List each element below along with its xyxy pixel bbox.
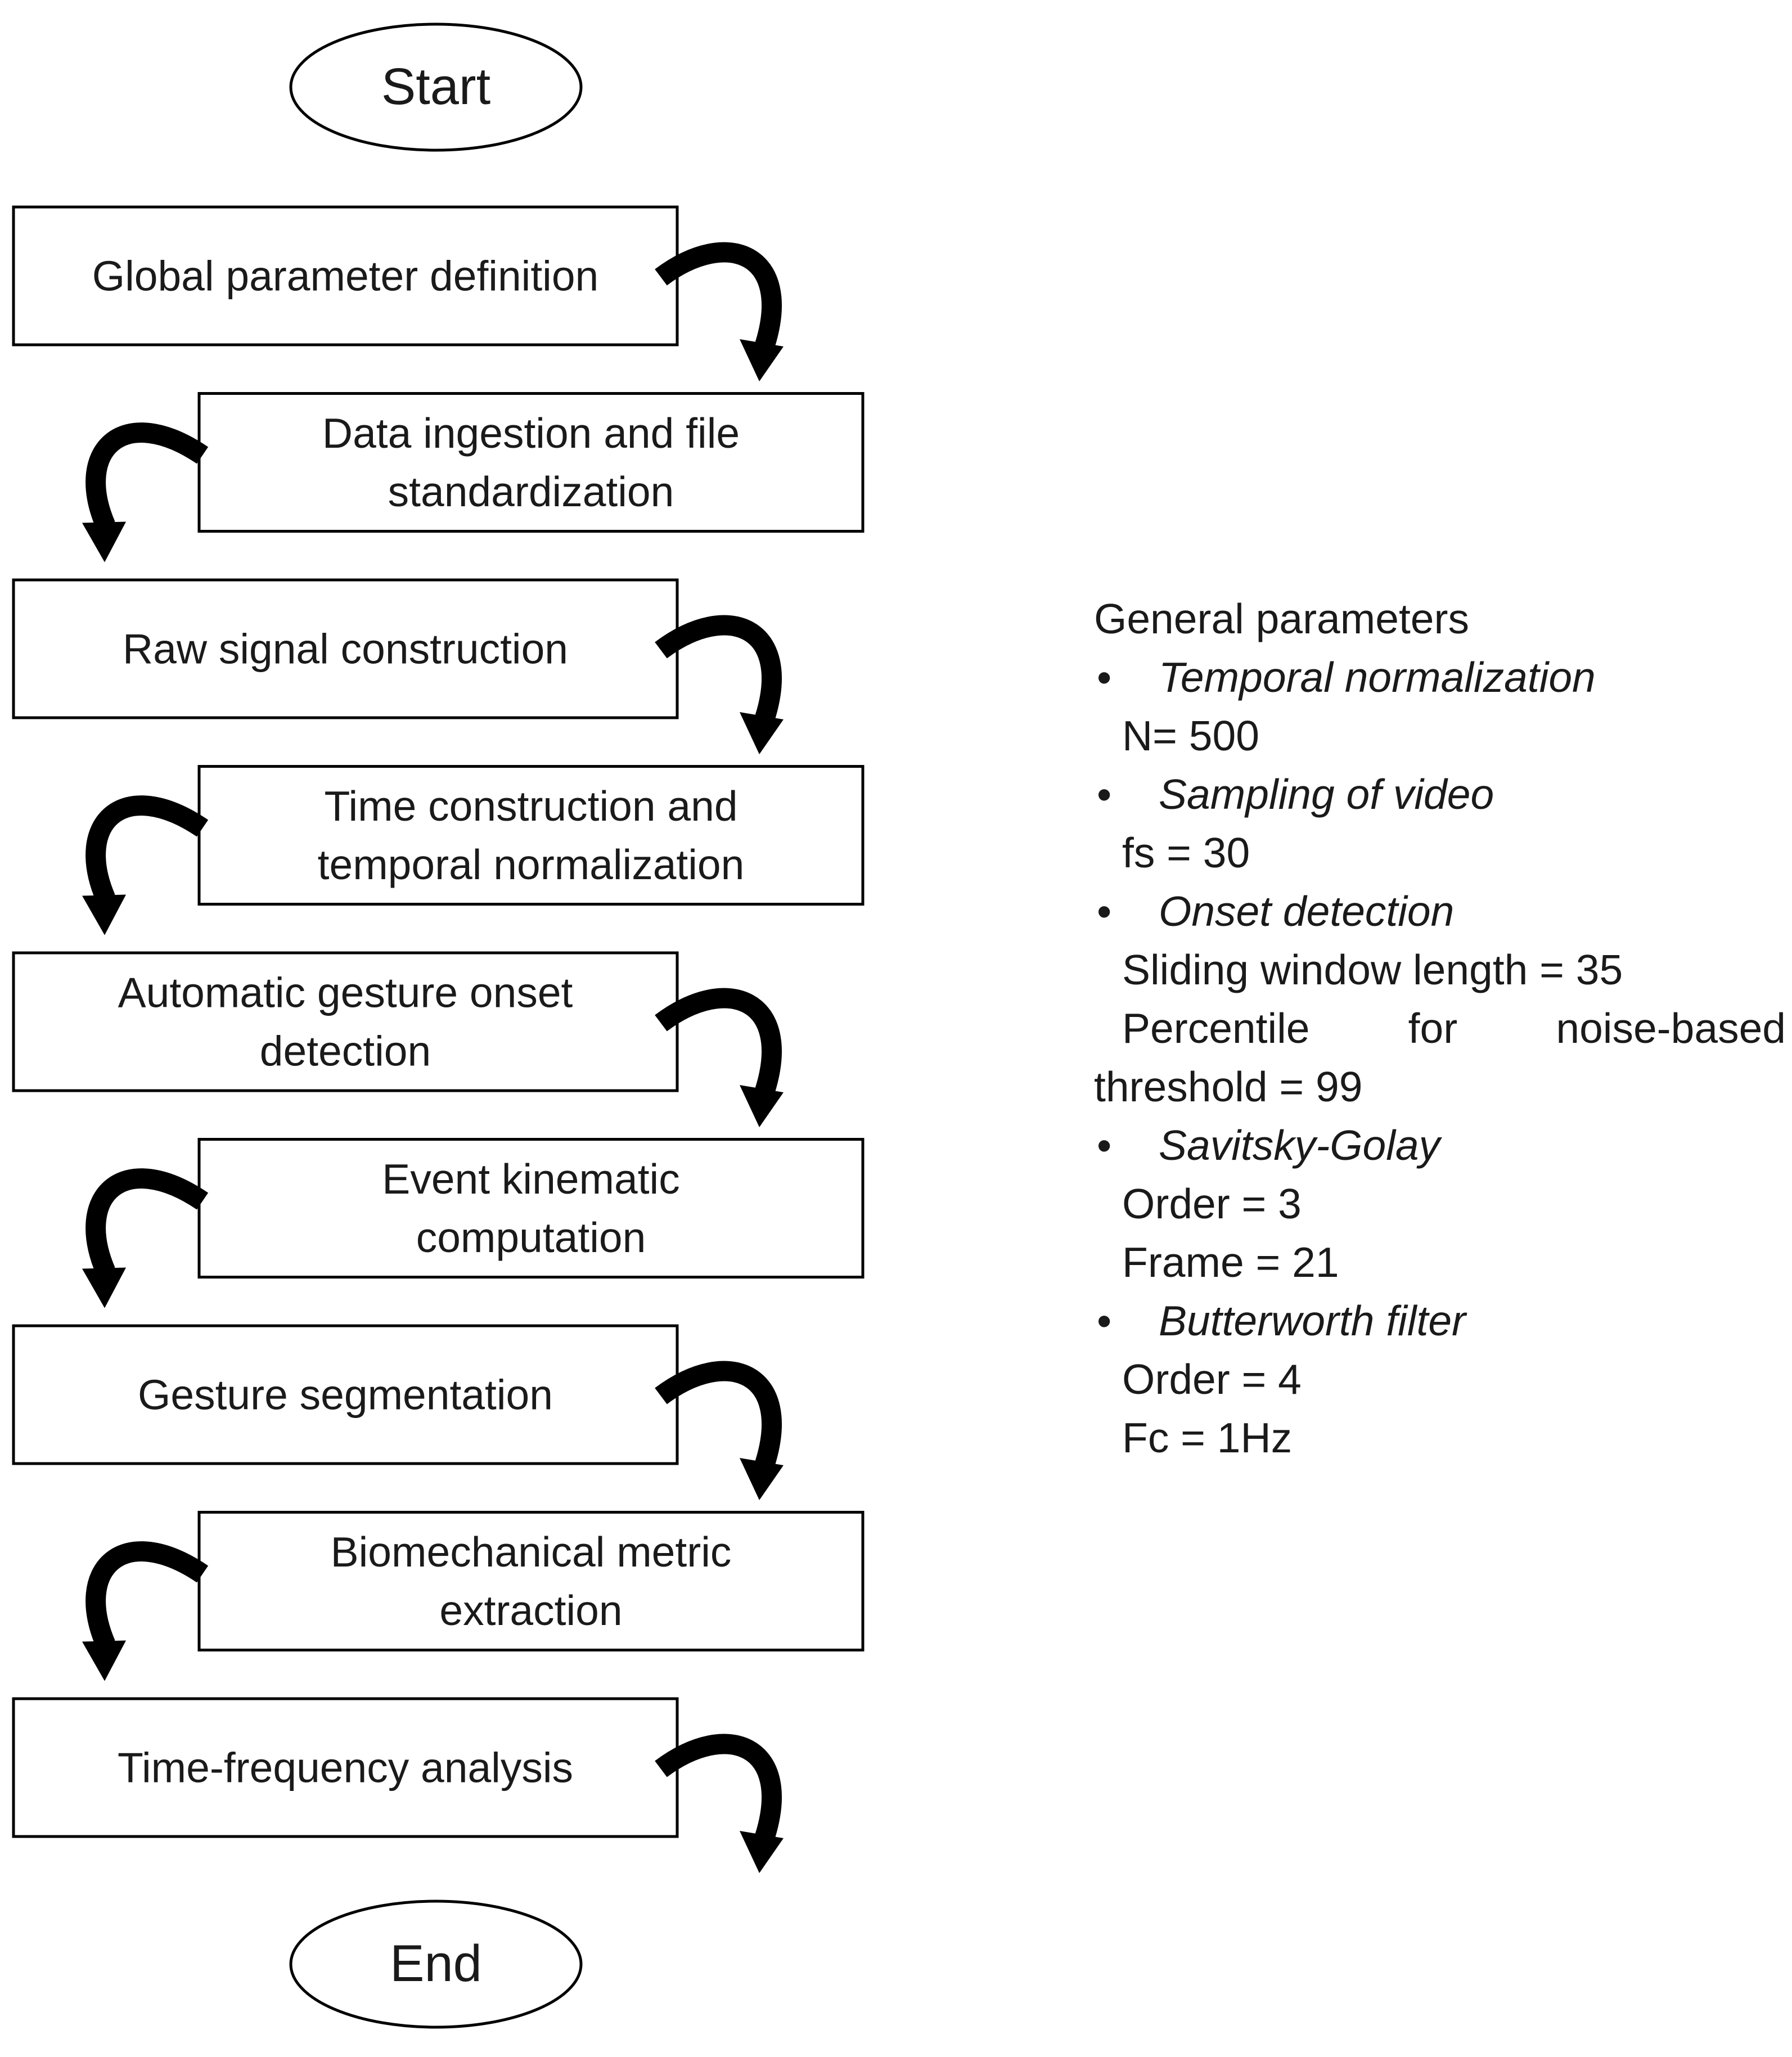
parameter-value: Sliding window length = 35 xyxy=(1122,946,1623,993)
parameter-bullet: • Temporal normalization xyxy=(1094,648,1786,706)
step-label-line: detection xyxy=(260,1028,431,1075)
parameter-value: fs = 30 xyxy=(1122,829,1250,876)
bullet-dot-icon: • xyxy=(1097,654,1112,701)
parameter-group-label: Savitsky-Golay xyxy=(1159,1122,1440,1169)
step-label-line: Time-frequency analysis xyxy=(118,1744,573,1792)
parameter-group-label: Temporal normalization xyxy=(1159,654,1596,701)
parameter-bullet: • Onset detection xyxy=(1094,882,1786,940)
parameter-group: • Sampling of video fs = 30 xyxy=(1094,765,1786,882)
end-terminal: End xyxy=(289,1900,583,2029)
parameter-value: Fc = 1Hz xyxy=(1122,1414,1293,1461)
step-label-line: computation xyxy=(416,1214,646,1261)
step-label-line: Event kinematic xyxy=(382,1155,679,1203)
parameter-value: Percentile for noise-based xyxy=(1122,1005,1786,1052)
step-label-line: temporal normalization xyxy=(318,841,745,888)
step-label-line: Biomechanical metric xyxy=(331,1528,732,1576)
step-label-line: Time construction and xyxy=(324,782,737,830)
process-step-box: Biomechanical metric extraction xyxy=(197,1511,865,1651)
parameter-bullet: • Savitsky-Golay xyxy=(1094,1116,1786,1174)
parameters-heading: General parameters xyxy=(1094,595,1469,642)
process-step-box: Time construction and temporal normalizat… xyxy=(197,765,865,906)
curved-arrow-icon xyxy=(655,242,784,381)
process-step-box: Time-frequency analysis xyxy=(12,1697,679,1838)
curved-arrow-icon xyxy=(655,615,784,754)
start-terminal: Start xyxy=(289,22,583,152)
parameter-group-label: Onset detection xyxy=(1159,888,1455,935)
parameter-value: threshold = 99 xyxy=(1094,1063,1363,1110)
process-step-box: Raw signal construction xyxy=(12,578,679,719)
step-label-line: extraction xyxy=(439,1587,622,1634)
process-step-box: Automatic gesture onset detection xyxy=(12,951,679,1092)
end-label: End xyxy=(390,1935,482,1992)
process-step-box: Global parameter definition xyxy=(12,205,679,346)
curved-arrow-icon xyxy=(655,1734,784,1873)
parameter-group-label: Butterworth filter xyxy=(1159,1297,1466,1344)
step-label-line: Global parameter definition xyxy=(92,253,599,300)
step-label-line: standardization xyxy=(388,468,674,515)
step-label-line: Raw signal construction xyxy=(123,625,568,673)
step-label-line: Data ingestion and file xyxy=(322,409,740,457)
bullet-dot-icon: • xyxy=(1097,888,1112,935)
bullet-dot-icon: • xyxy=(1097,1122,1112,1169)
parameter-value: Frame = 21 xyxy=(1122,1239,1339,1286)
step-label-line: Gesture segmentation xyxy=(138,1371,553,1419)
process-step-box: Gesture segmentation xyxy=(12,1324,679,1465)
parameter-bullet: • Sampling of video xyxy=(1094,765,1786,823)
general-parameters-panel: General parameters • Temporal normalizati… xyxy=(1094,589,1786,1467)
parameter-bullet: • Butterworth filter xyxy=(1094,1291,1786,1350)
curved-arrow-icon xyxy=(82,1168,209,1308)
parameter-value: Order = 4 xyxy=(1122,1356,1302,1403)
process-step-box: Event kinematic computation xyxy=(197,1138,865,1279)
start-label: Start xyxy=(381,58,490,115)
curved-arrow-icon xyxy=(82,1541,209,1681)
curved-arrow-icon xyxy=(655,988,784,1127)
step-label-line: Automatic gesture onset xyxy=(118,969,573,1016)
curved-arrow-icon xyxy=(82,795,209,935)
parameter-value: N= 500 xyxy=(1122,712,1259,759)
parameter-group-label: Sampling of video xyxy=(1159,771,1494,818)
parameter-value: Order = 3 xyxy=(1122,1180,1302,1227)
curved-arrow-icon xyxy=(82,422,209,562)
bullet-dot-icon: • xyxy=(1097,1297,1112,1344)
bullet-dot-icon: • xyxy=(1097,771,1112,818)
curved-arrow-icon xyxy=(655,1361,784,1500)
connector-arrows xyxy=(82,242,784,1873)
process-step-box: Data ingestion and file standardization xyxy=(197,392,865,533)
parameter-group: • Temporal normalization N= 500 xyxy=(1094,648,1786,765)
